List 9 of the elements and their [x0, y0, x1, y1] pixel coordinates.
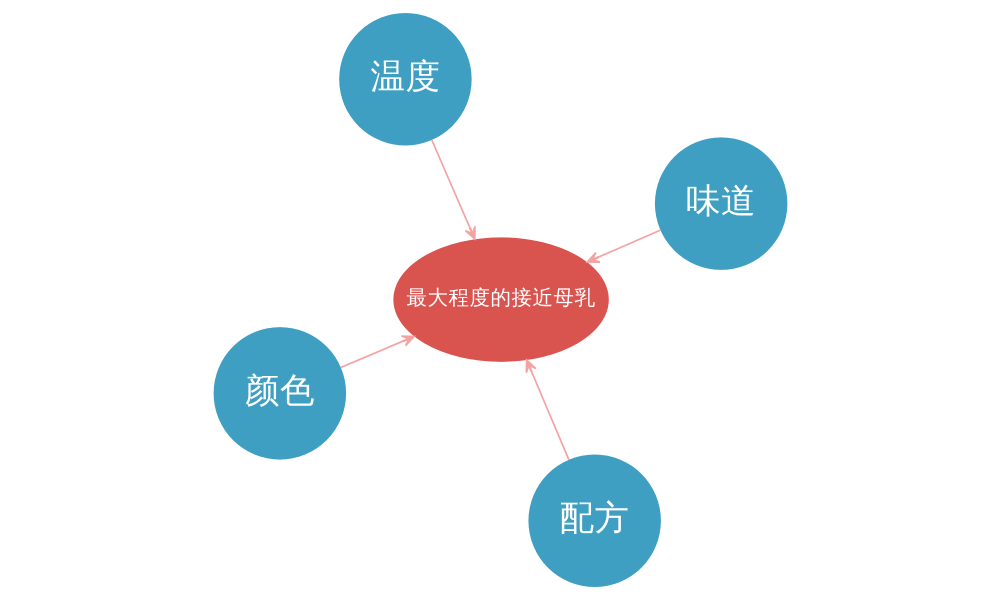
arrow: [525, 359, 570, 460]
node-circle: 配方: [528, 454, 660, 588]
node-circle: 颜色: [213, 327, 346, 460]
node-circle: 味道: [654, 137, 787, 270]
arrow: [586, 229, 660, 263]
arrow: [340, 335, 415, 368]
node-circle: 温度: [338, 12, 472, 146]
node-ellipse: 最大程度的接近母乳: [392, 237, 608, 362]
arrow: [430, 140, 476, 240]
